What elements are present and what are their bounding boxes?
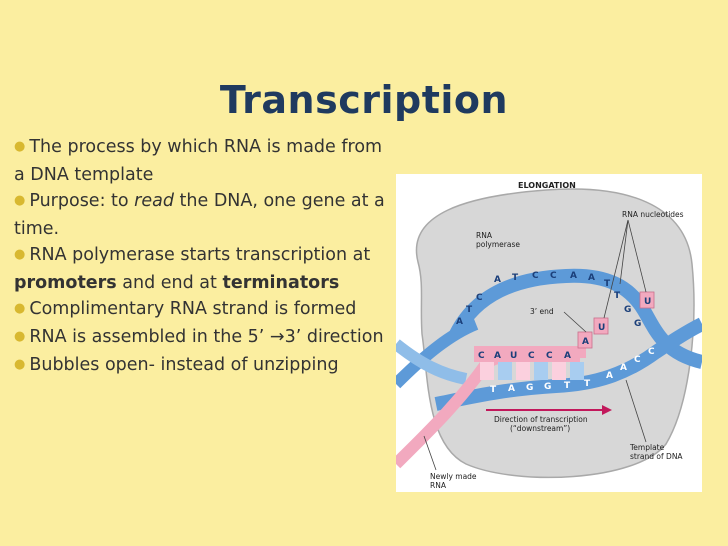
bullet-list: ●The process by which RNA is made from a…: [14, 134, 386, 380]
template-base: A: [508, 384, 515, 394]
template-right-base: C: [634, 355, 641, 365]
elongation-diagram: A T C C A A A T C T T G G C A U C C A T …: [396, 174, 702, 492]
rna-base: C: [478, 351, 485, 361]
bullet-item: ●RNA polymerase starts transcription at …: [14, 242, 386, 296]
top-base: C: [550, 271, 557, 281]
top-left-base: A: [456, 317, 463, 327]
slide-title: Transcription: [219, 78, 509, 122]
bullet-dot-icon: ●: [14, 357, 26, 372]
bullet-dot-icon: ●: [14, 193, 26, 208]
template-right-base: A: [620, 363, 627, 373]
label-template: Template: [629, 443, 665, 452]
rung: [516, 362, 530, 380]
bullet-text: Complimentary RNA strand is formed: [29, 299, 357, 319]
bullet-dot-icon: ●: [14, 139, 26, 154]
top-right-base: G: [624, 305, 631, 315]
rna-pointer: [423, 435, 437, 471]
label-direction: Direction of transcription: [494, 415, 588, 424]
bullet-text: Purpose: to: [29, 191, 135, 211]
label-template: strand of DNA: [630, 452, 683, 461]
template-right-base: A: [606, 371, 613, 381]
rung: [480, 362, 494, 380]
label-newly-made: Newly made: [430, 472, 477, 481]
nucleotide-pointer: [619, 219, 629, 285]
label-direction: (“downstream”): [510, 424, 570, 433]
nucleotide-pointer: [627, 219, 647, 293]
arrow-right-icon: →: [269, 327, 285, 347]
bullet-text: 3’ direction: [284, 327, 384, 347]
dna-coding-strand: [449, 268, 702, 369]
template-base: G: [544, 382, 551, 392]
three-prime-pointer: [563, 311, 587, 333]
template-base: T: [564, 381, 571, 391]
top-left-base: T: [466, 305, 473, 315]
top-left-base: C: [476, 293, 483, 303]
label-rna-polymerase: RNA: [476, 231, 493, 240]
bullet-item: ●RNA is assembled in the 5’ →3’ directio…: [14, 324, 386, 352]
base-pair-rungs: [480, 362, 584, 380]
free-nucleotide-letter: U: [598, 323, 605, 333]
dna-strand-left-top: [396, 318, 479, 389]
bullet-item: ●Complimentary RNA strand is formed: [14, 296, 386, 324]
diagram-heading: ELONGATION: [518, 181, 576, 190]
label-rna-polymerase: polymerase: [476, 240, 520, 249]
free-nucleotide-letter: A: [582, 337, 589, 347]
rna-base: C: [546, 351, 553, 361]
free-nucleotide: [593, 317, 609, 335]
top-base: T: [512, 273, 519, 283]
bullet-text: and end at: [116, 273, 223, 293]
bullet-dot-icon: ●: [14, 301, 26, 316]
rna-base: U: [510, 351, 517, 361]
top-right-base: G: [634, 319, 641, 329]
elongation-svg: A T C C A A A T C T T G G C A U C C A T …: [396, 181, 702, 490]
top-right-base: T: [614, 291, 621, 301]
template-base: G: [526, 383, 533, 393]
bullet-item: ●Bubbles open- instead of unzipping: [14, 352, 386, 380]
top-base: A: [588, 273, 595, 283]
rung: [498, 362, 512, 380]
rung: [552, 362, 566, 380]
bullet-text: Bubbles open- instead of unzipping: [29, 355, 339, 375]
top-base: C: [532, 271, 539, 281]
bullet-bold-term: terminators: [222, 273, 340, 293]
bullet-emphasis: read: [134, 191, 174, 211]
bullet-item: ●Purpose: to read the DNA, one gene at a…: [14, 188, 386, 242]
bullet-bold-term: promoters: [14, 273, 117, 293]
bullet-text: RNA polymerase starts transcription at: [29, 245, 371, 265]
dna-template-strand: [434, 317, 702, 411]
bullet-text: RNA is assembled in the 5’: [29, 327, 270, 347]
free-nucleotide: [577, 331, 593, 349]
bullet-dot-icon: ●: [14, 247, 26, 262]
nucleotide-pointer: [603, 219, 629, 319]
rna-strand-segment: [474, 346, 580, 362]
top-base: A: [494, 275, 501, 285]
template-base: T: [584, 379, 591, 389]
free-nucleotide: [639, 291, 655, 309]
rna-base: A: [564, 351, 571, 361]
bullet-text: the DNA, one gene at a time.: [14, 191, 385, 239]
label-three-prime-end: 3’ end: [530, 307, 554, 316]
rna-base: C: [528, 351, 535, 361]
bullet-text: The process by which RNA is made from a …: [14, 137, 383, 185]
label-rna-nucleotides: RNA nucleotides: [622, 210, 684, 219]
template-pointer: [625, 379, 647, 443]
template-base: T: [490, 385, 497, 395]
rung: [570, 362, 584, 380]
dna-strand-left-bottom: [396, 339, 468, 385]
free-nucleotide-letter: U: [644, 297, 651, 307]
top-right-base: T: [604, 279, 611, 289]
bullet-dot-icon: ●: [14, 329, 26, 344]
direction-arrowhead-icon: [602, 405, 612, 415]
template-right-base: C: [648, 347, 655, 357]
label-newly-made: RNA: [430, 481, 447, 490]
rna-base: A: [494, 351, 501, 361]
rung: [534, 362, 548, 380]
top-base: A: [570, 271, 577, 281]
bullet-item: ●The process by which RNA is made from a…: [14, 134, 386, 188]
